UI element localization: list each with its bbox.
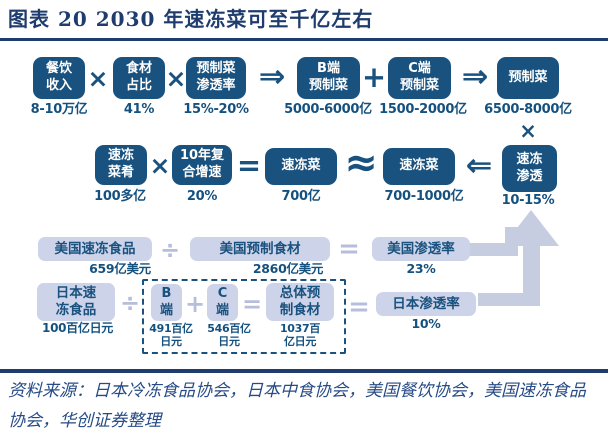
- multiply-icon: ×: [165, 64, 187, 93]
- value-japan-frozen-food: 100百亿日元: [42, 321, 113, 335]
- box-us-frozen-food: 美国速冻食品: [38, 237, 152, 261]
- japan-connector-line: [478, 293, 540, 306]
- box-ingredient-share: 食材 占比: [113, 57, 165, 99]
- value-japan-c-side: 546百亿 日元: [207, 322, 251, 348]
- box-us-penetration: 美国渗透率: [372, 237, 470, 261]
- japan-premade-group-outline: [142, 279, 346, 354]
- value-premade-food: 6500-8000亿: [484, 102, 572, 117]
- us-connector-line: [505, 227, 518, 256]
- value-japan-penetration: 10%: [411, 316, 441, 331]
- box-premade-penetration: 预制菜 渗透率: [186, 57, 246, 99]
- divide-icon: ÷: [159, 236, 181, 264]
- box-japan-c-side: C 端: [207, 284, 238, 321]
- box-us-premade-ingredients: 美国预制食材: [190, 237, 330, 261]
- equals-icon: =: [241, 290, 263, 318]
- divide-icon: ÷: [119, 289, 141, 317]
- up-arrow-shaft: [523, 244, 540, 306]
- value-catering-revenue: 8-10万亿: [30, 102, 88, 117]
- value-premade-penetration: 15%-20%: [183, 102, 249, 117]
- value-frozen-dishes: 100多亿: [94, 189, 146, 204]
- value-japan-b-side: 491百亿 日元: [149, 322, 193, 348]
- arrow-left-icon: ⇐: [465, 146, 493, 184]
- box-japan-frozen-food: 日本速 冻食品: [37, 283, 115, 321]
- box-catering-revenue: 餐饮 收入: [33, 57, 85, 99]
- box-premade-food: 预制菜: [497, 57, 559, 99]
- equals-icon: =: [348, 292, 370, 322]
- box-frozen-dishes: 速冻 菜肴: [95, 145, 147, 185]
- chart-title: 图表 20 2030 年速冻菜可至千亿左右: [8, 7, 374, 31]
- box-frozen-food-range: 速冻菜: [383, 148, 455, 185]
- value-frozen-food-est: 700亿: [281, 189, 321, 204]
- value-us-premade-ingredients: 2860亿美元: [252, 261, 324, 276]
- box-japan-penetration: 日本渗透率: [376, 292, 476, 316]
- box-c-side-premade: C端 预制菜: [388, 57, 451, 99]
- value-us-penetration: 23%: [406, 261, 436, 276]
- plus-icon: +: [361, 60, 387, 94]
- box-japan-total-premade: 总体预 制食材: [266, 283, 334, 321]
- box-frozen-penetration: 速冻 渗透: [502, 145, 557, 192]
- box-frozen-food-est: 速冻菜: [265, 148, 337, 185]
- box-10yr-cagr: 10年复 合增速: [172, 145, 232, 185]
- arrow-right-icon: ⇒: [461, 57, 489, 95]
- arrow-right-icon: ⇒: [258, 57, 286, 95]
- value-ingredient-share: 41%: [123, 102, 155, 117]
- source-note: 资料来源：日本冷冻食品协会，日本中食协会，美国餐饮协会，美国速冻食品协会，华创证…: [8, 381, 586, 431]
- equals-icon: =: [338, 234, 360, 264]
- approx-icon: ≈: [344, 140, 378, 186]
- box-b-side-premade: B端 预制菜: [297, 57, 360, 99]
- value-frozen-food-range: 700-1000亿: [384, 189, 464, 204]
- value-c-side-premade: 1500-2000亿: [379, 102, 467, 117]
- box-japan-b-side: B 端: [151, 284, 182, 321]
- multiply-icon: ×: [149, 151, 171, 180]
- value-frozen-penetration: 10-15%: [501, 193, 555, 208]
- value-japan-total-premade: 1037百 亿日元: [279, 322, 321, 348]
- plus-icon: +: [184, 290, 206, 318]
- multiply-icon: ×: [87, 64, 109, 93]
- footer-divider: [0, 369, 608, 373]
- value-b-side-premade: 5000-6000亿: [284, 102, 372, 117]
- value-us-frozen-food: 659亿美元: [89, 261, 151, 276]
- multiply-icon: ×: [519, 119, 537, 143]
- title-divider: [0, 38, 608, 41]
- equals-icon: =: [236, 148, 262, 182]
- value-10yr-cagr: 20%: [186, 189, 218, 204]
